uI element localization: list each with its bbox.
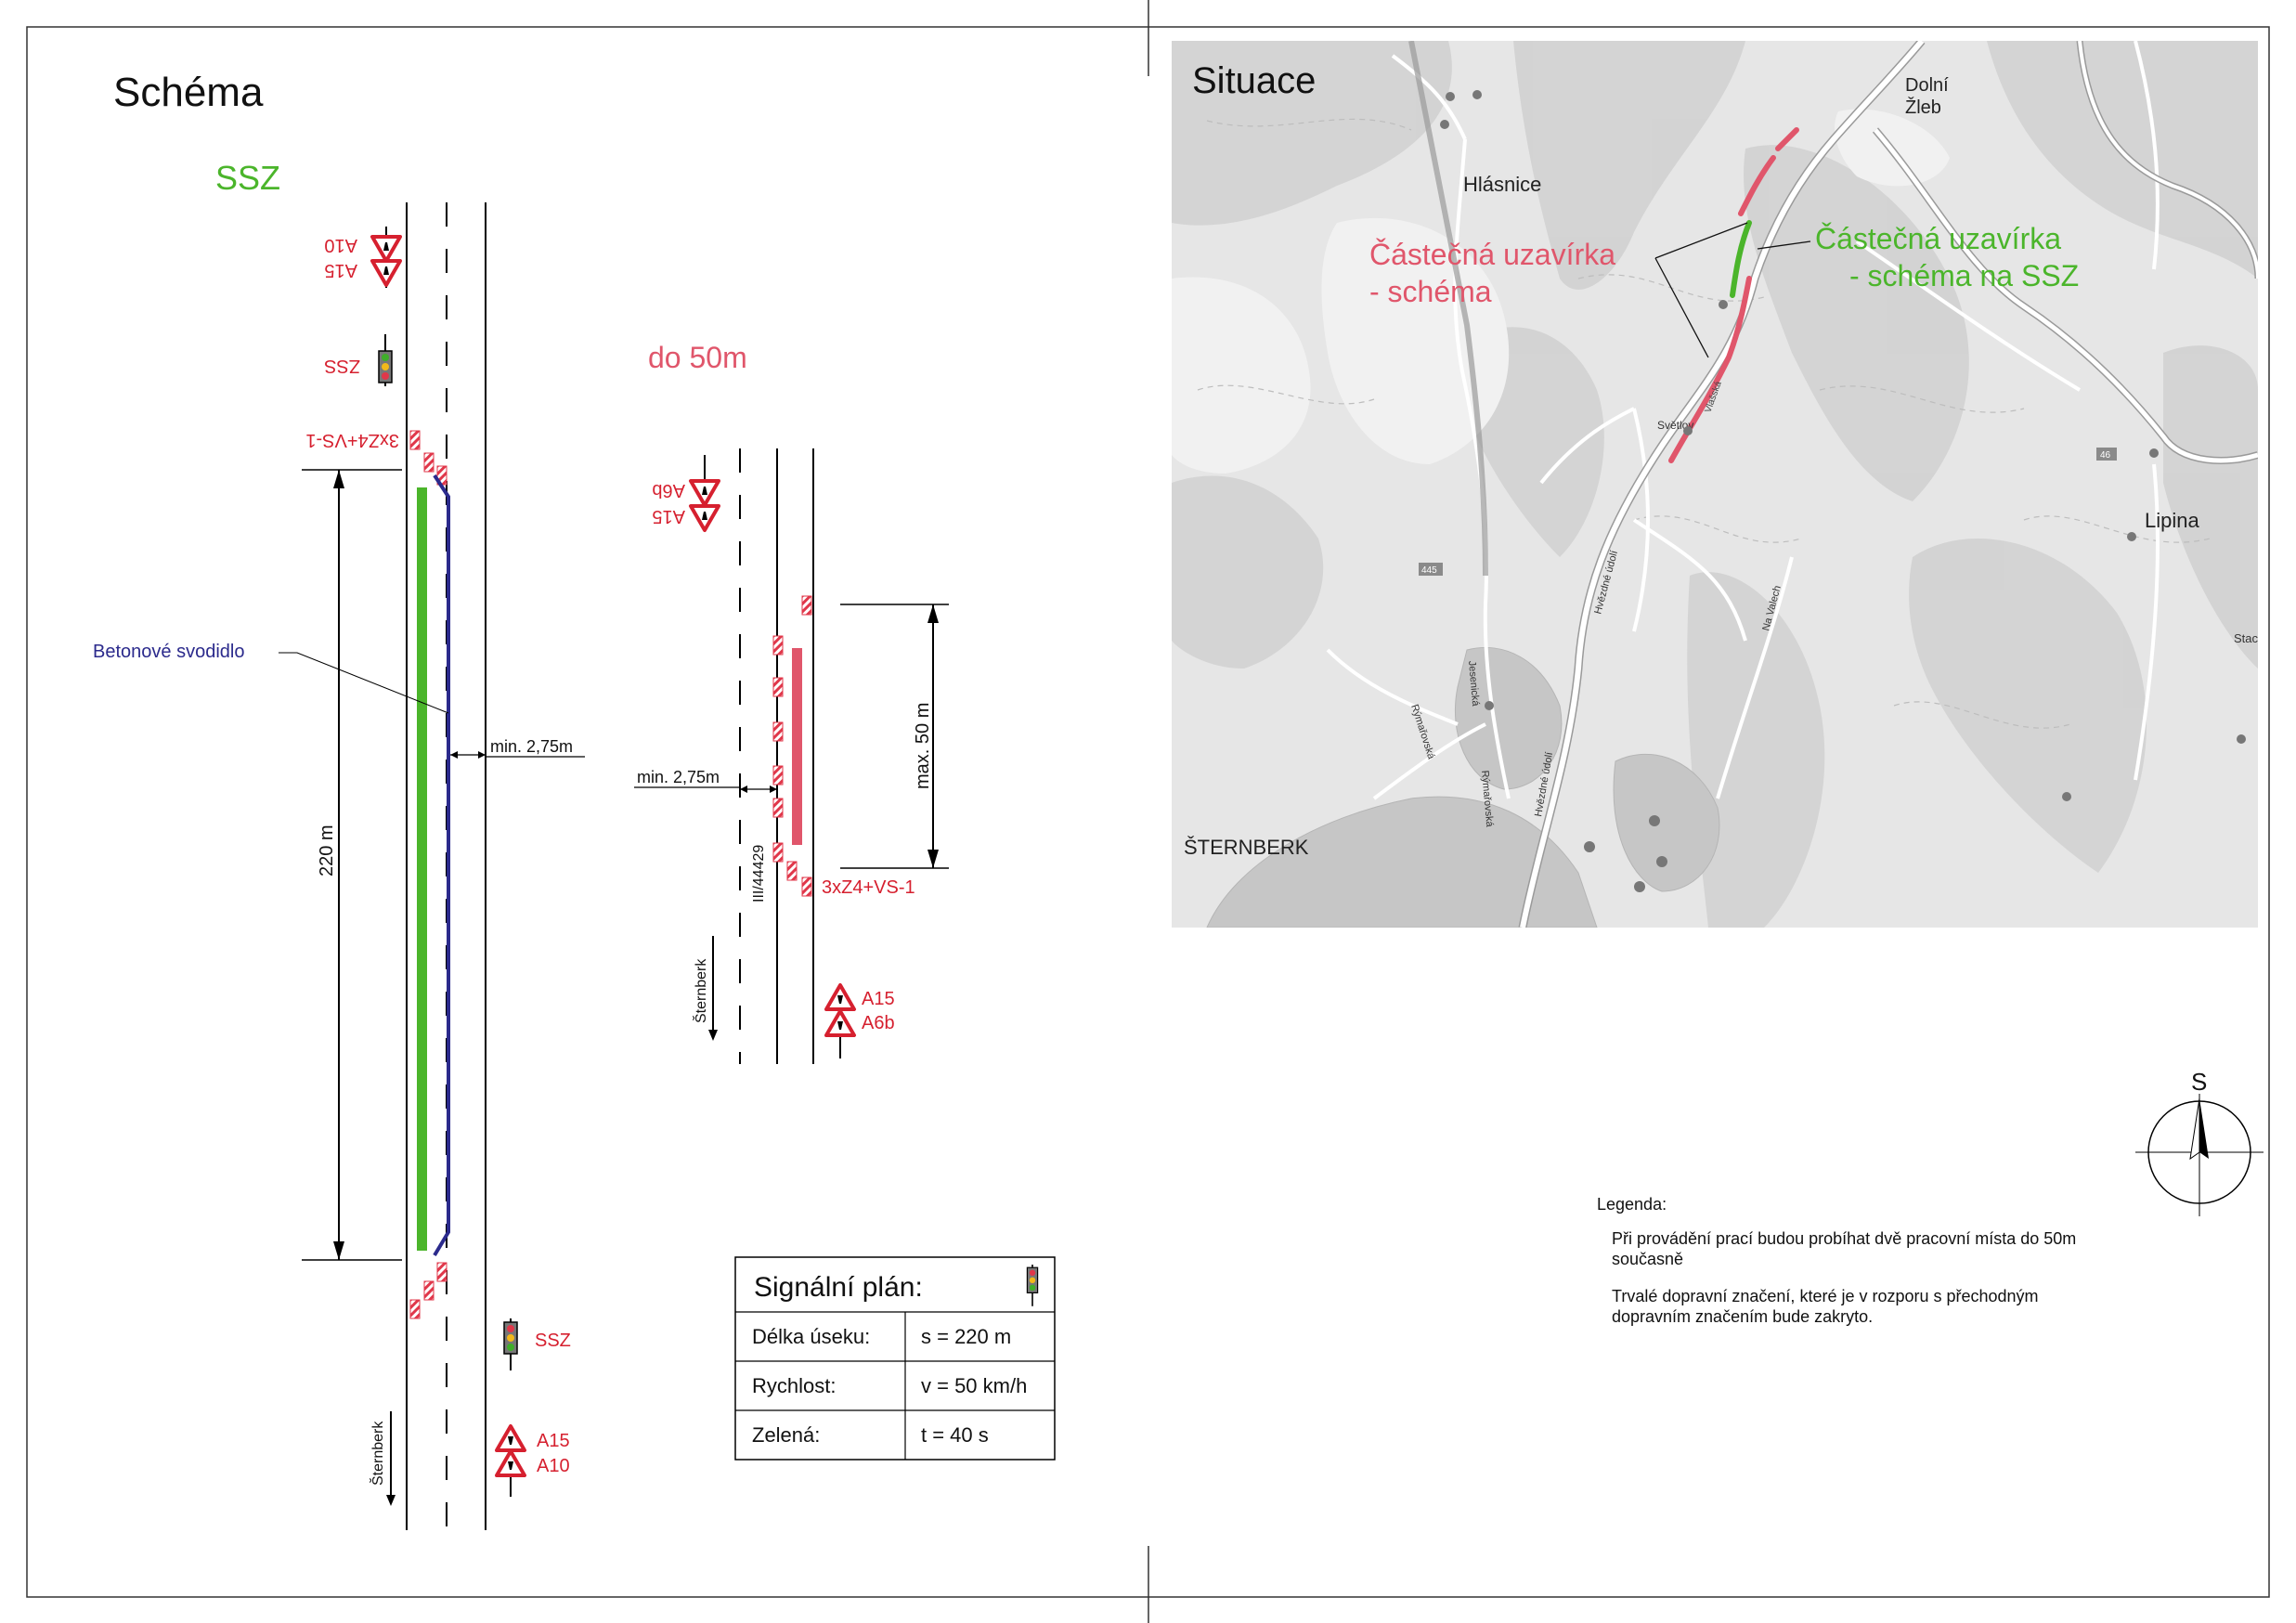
traffic-light-icon [503, 1318, 518, 1371]
svodidlo-leader [279, 652, 449, 714]
do50-top-sign-post: A6b A15 [652, 455, 720, 532]
svodidlo-label: Betonové svodidlo [93, 642, 244, 662]
signal-plan-label-0: Délka úseku: [752, 1325, 870, 1348]
do50-min-width: min. 2,75m [634, 768, 777, 793]
direction-arrow: Šternberk [369, 1411, 396, 1506]
traffic-light-label-zss: ZSS [324, 356, 360, 376]
barrier-label-top: 3xZ4+VS-1 [305, 430, 399, 450]
top-sign-post: A10 A15 [324, 227, 402, 288]
direction-label: Šternberk [369, 1421, 386, 1486]
do50-sign-label-a15-bottom: A15 [862, 989, 895, 1009]
dimension-220-label: 220 m [317, 824, 337, 876]
traffic-light-label-ssz: SSZ [535, 1331, 571, 1351]
map-place-zleb: Žleb [1905, 97, 1941, 118]
do50-barrier-label: 3xZ4+VS-1 [822, 877, 915, 898]
do50-road [739, 448, 814, 1064]
legend-item-2-line1: Trvalé dopravní značení, které je v rozp… [1612, 1287, 2039, 1305]
sign-label-a10-bottom: A10 [537, 1456, 570, 1476]
traffic-light-icon [378, 333, 393, 387]
dimension-max50-label: max. 50 m [913, 703, 933, 789]
map-poi-icons [1440, 90, 2246, 892]
signal-plan-value-0: s = 220 m [921, 1325, 1011, 1348]
road-badge-445: 445 [1419, 563, 1443, 576]
signal-plan-value-1: v = 50 km/h [921, 1374, 1027, 1397]
dimension-max50: max. 50 m [840, 604, 949, 869]
do50-closure-strip [792, 648, 802, 845]
sign-label-a15-bottom: A15 [537, 1431, 570, 1451]
bottom-sign-post: A15 A10 [495, 1424, 570, 1497]
street-label: Rýmařovská [1479, 770, 1495, 828]
map-place-dolni: Dolní [1905, 75, 1949, 96]
map-place-hlasnice: Hlásnice [1463, 173, 1541, 196]
do50-direction-arrow: Šternberk [692, 936, 718, 1041]
schema-title: Schéma [113, 70, 264, 115]
map-label-green-line1: Částečná uzavírka [1815, 222, 2061, 255]
situation-map: Situace Dolní Žleb Hlásnice Lipina ŠTERN… [1172, 41, 2259, 928]
road-code: III/44429 [751, 845, 767, 902]
map-minor-roads [1326, 41, 2160, 800]
signal-plan-label-2: Zelená: [752, 1423, 820, 1447]
signal-plan-label-1: Rychlost: [752, 1374, 836, 1397]
map-place-lipina: Lipina [2145, 509, 2199, 532]
sign-label-a15: A15 [324, 260, 357, 280]
map-leader-lines [1654, 222, 1811, 358]
svg-text:46: 46 [2100, 450, 2111, 461]
signal-plan-table: Signální plán: Délka úseku: s = 220 m Ry… [734, 1256, 1056, 1461]
svg-text:445: 445 [1421, 565, 1437, 576]
do50-bottom-sign-post: A15 A6b [824, 983, 895, 1058]
map-label-green-line2: - schéma na SSZ [1849, 259, 2079, 292]
do50-direction-label: Šternberk [692, 958, 709, 1023]
street-label: Jesenická [1466, 660, 1481, 708]
do50-heading: do 50m [648, 341, 747, 374]
map-place-sternberk: ŠTERNBERK [1184, 836, 1309, 859]
ssz-closure-strip [417, 487, 427, 1251]
dimension-220: 220 m [302, 469, 402, 1261]
do50-sign-label-a6b: A6b [652, 480, 685, 500]
signal-plan-value-2: t = 40 s [921, 1423, 989, 1447]
map-main-roads [1408, 41, 2258, 928]
road-badge-46: 46 [2096, 448, 2117, 461]
barrier-marks-bottom [409, 1262, 448, 1319]
concrete-barrier-line [433, 474, 450, 1257]
min-width-label: min. 2,75m [490, 737, 573, 756]
map-title: Situace [1192, 60, 1316, 101]
legend-item-1-line1: Při provádění prací budou probíhat dvě p… [1612, 1229, 2076, 1248]
map-town [1206, 647, 1720, 928]
map-closure-green [1730, 220, 1752, 298]
do50-sign-label-a6b-bottom: A6b [862, 1013, 895, 1033]
do50-min-width-label: min. 2,75m [637, 768, 720, 786]
legend-item-2-line2: dopravním značením bude zakryto. [1612, 1307, 1873, 1326]
map-label-red-line1: Částečná uzavírka [1369, 238, 1615, 271]
signal-plan-title: Signální plán: [754, 1272, 923, 1303]
compass-north-label: S [2191, 1068, 2207, 1096]
barrier-marks-top [409, 430, 448, 486]
legend: Legenda: Při provádění prací budou probí… [1597, 1195, 2076, 1326]
sign-label-a10: A10 [324, 235, 357, 255]
compass-icon: S [2135, 1068, 2264, 1216]
ssz-heading: SSZ [215, 159, 280, 197]
min-width-dimension: min. 2,75m [450, 737, 585, 759]
legend-title: Legenda: [1597, 1195, 1667, 1214]
map-label-red-line2: - schéma [1369, 275, 1492, 308]
legend-item-1-line2: současně [1612, 1250, 1683, 1268]
do50-sign-label-a15: A15 [652, 506, 685, 526]
map-place-stac: Stac [2234, 631, 2259, 645]
